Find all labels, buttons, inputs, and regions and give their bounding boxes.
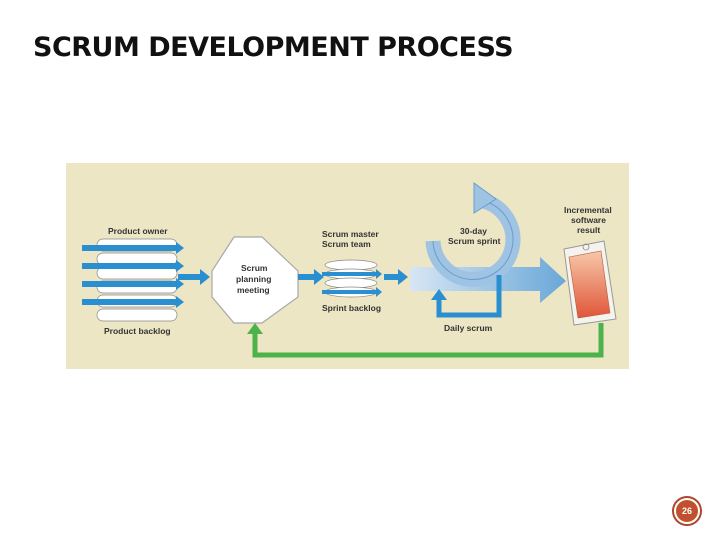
planning-meeting-label-1: Scrum: [241, 263, 268, 273]
diagram-canvas: Product owner Product backlog Scrum plan…: [66, 163, 629, 369]
result-label-3: result: [577, 225, 600, 235]
planning-meeting-label-3: meeting: [237, 285, 270, 295]
product-backlog-label: Product backlog: [104, 326, 171, 336]
feedback-loop-line: [252, 323, 604, 358]
sprint-label-2: Scrum sprint: [448, 236, 501, 246]
arrow-to-sprint-backlog: [298, 269, 324, 285]
planning-meeting-label-2: planning: [236, 274, 271, 284]
arrow-to-planning: [178, 269, 210, 285]
page-number-badge: 26: [672, 496, 702, 526]
daily-scrum-loop: [436, 275, 502, 318]
sprint-backlog-stack: [324, 259, 378, 298]
sprint-cycle-ring: [425, 182, 521, 287]
feedback-loop-arrowhead: [247, 323, 263, 334]
result-label-1: Incremental: [564, 205, 612, 215]
daily-scrum-arrowhead: [431, 289, 447, 300]
backlog-arrows: [82, 242, 184, 308]
sprint-label-1: 30-day: [460, 226, 487, 236]
slide-title: SCRUM DEVELOPMENT PROCESS: [33, 32, 514, 63]
page-number: 26: [676, 500, 698, 522]
software-box-icon: [563, 240, 617, 326]
sprint-backlog-label: Sprint backlog: [322, 303, 381, 313]
sprint-backlog-arrows: [322, 269, 382, 297]
scrum-team-label: Scrum team: [322, 239, 371, 249]
result-label-2: software: [571, 215, 606, 225]
product-owner-label: Product owner: [108, 226, 168, 236]
daily-scrum-label: Daily scrum: [444, 323, 493, 333]
scrum-process-diagram: Product owner Product backlog Scrum plan…: [66, 163, 629, 369]
planning-meeting-octagon: [211, 236, 299, 324]
arrow-to-sprint: [384, 269, 408, 285]
scrum-master-label: Scrum master: [322, 229, 379, 239]
